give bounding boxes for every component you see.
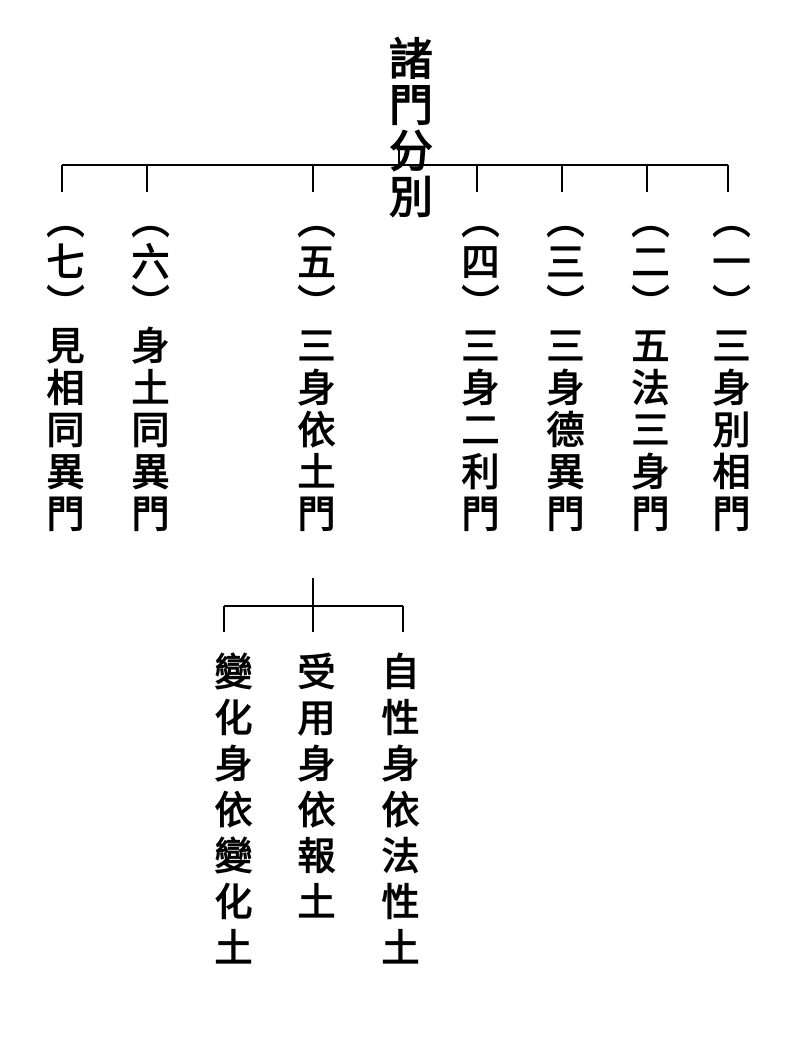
sub-branch-node-2: 受用身依報土	[291, 652, 335, 928]
branch-node-3: （三）三身德異門	[540, 200, 584, 536]
root-node: 諸門分別	[381, 36, 432, 220]
sub-branch-node-1: 自性身依法性土	[375, 652, 419, 974]
branch-node-2: （二）五法三身門	[625, 200, 669, 536]
branch-node-1: （一）三身別相門	[706, 200, 750, 536]
branch-node-4: （四）三身二利門	[455, 200, 499, 536]
branch-node-7: （七）見相同異門	[40, 200, 84, 536]
branch-node-6: （六）身土同異門	[125, 200, 169, 536]
branch-node-5: （五）三身依土門	[291, 200, 335, 536]
sub-branch-node-3: 變化身依變化土	[208, 652, 252, 974]
